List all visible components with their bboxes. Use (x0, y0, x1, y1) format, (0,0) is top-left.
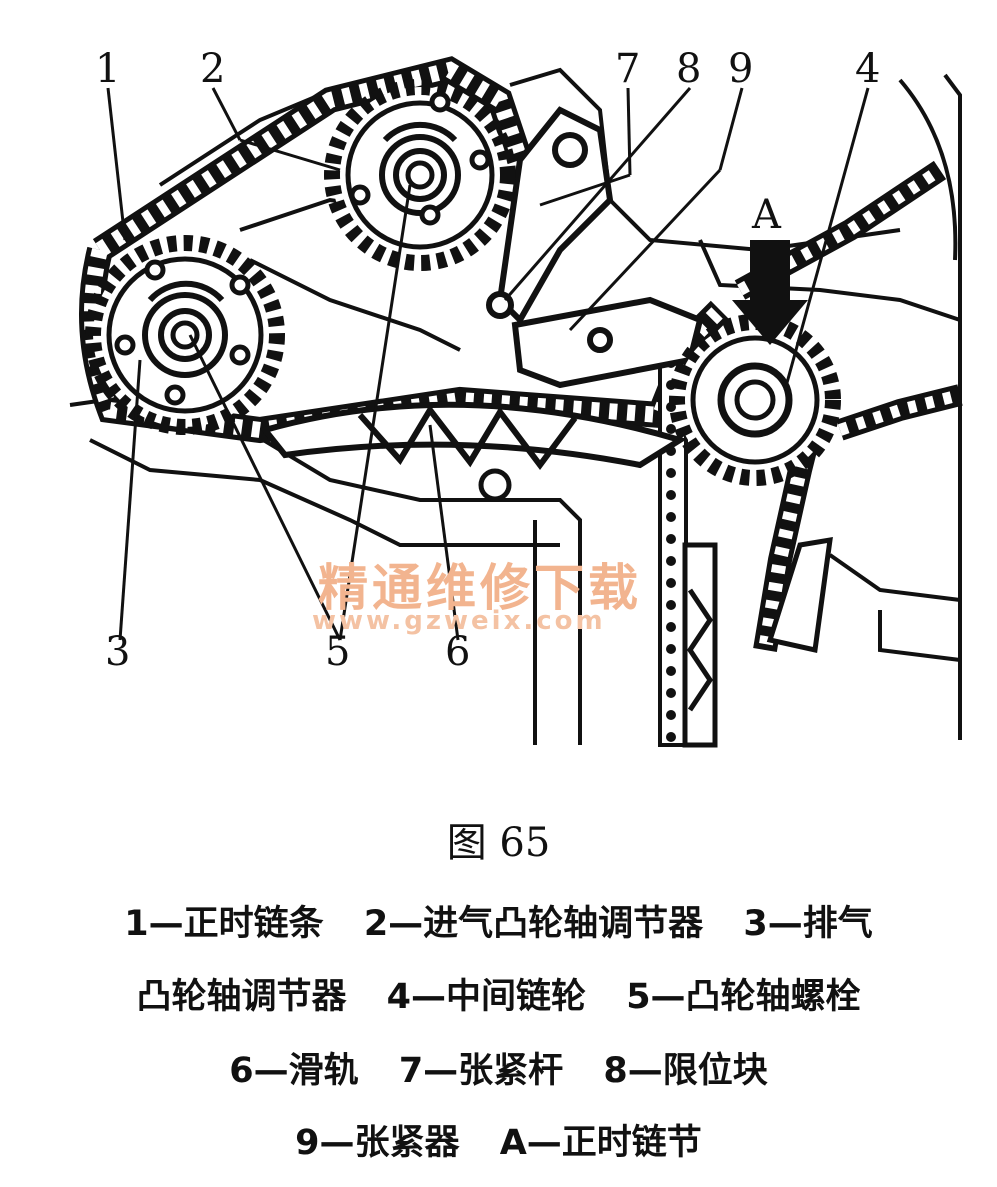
watermark-chinese: 精通维修下载 (318, 559, 642, 617)
callout-5: 5 (325, 629, 350, 675)
legend-line-2: 凸轮轴调节器 4—中间链轮 5—凸轮轴螺栓 (0, 968, 997, 1019)
figure-title: 图 65 (446, 820, 551, 866)
callout-1: 1 (95, 46, 120, 92)
legend-item-3-cont: 凸轮轴调节器 (136, 977, 347, 1017)
legend-item-8: 8—限位块 (603, 1051, 768, 1091)
watermark-url: www.gzweix.com (312, 606, 606, 636)
tensioner-lever (496, 106, 614, 325)
leader-lines (106, 87, 870, 641)
callout-9: 9 (728, 46, 753, 92)
callout-6: 6 (445, 629, 470, 675)
intermediate-sprocket (669, 314, 841, 486)
timing-link-arrow (732, 240, 808, 345)
legend-item-5: 5—凸轮轴螺栓 (626, 977, 861, 1017)
callout-a: A (751, 192, 782, 238)
callout-8: 8 (676, 46, 701, 92)
legend-item-1: 1—正时链条 (124, 904, 324, 944)
legend-item-3: 3—排气 (743, 904, 873, 944)
callouts: 1 2 7 8 9 4 A 3 5 6 (95, 46, 880, 675)
secondary-guide (682, 536, 833, 748)
callout-3: 3 (105, 629, 130, 675)
callout-2: 2 (200, 46, 225, 92)
legend-item-2: 2—进气凸轮轴调节器 (363, 904, 704, 944)
timing-chain-diagram: 1 2 7 8 9 4 A 3 5 6 (69, 46, 963, 748)
legend-item-6: 6—滑轨 (229, 1051, 359, 1091)
callout-4: 4 (855, 46, 880, 92)
legend-line-1: 1—正时链条 2—进气凸轮轴调节器 3—排气 (0, 895, 997, 946)
legend-item-7: 7—张紧杆 (398, 1051, 564, 1091)
legend-line-4: 9—张紧器 A—正时链节 (0, 1114, 997, 1165)
legend-item-9: 9—张紧器 (295, 1123, 460, 1163)
intake-camshaft-adjuster (324, 79, 516, 271)
callout-7: 7 (615, 46, 640, 92)
engine-housing (69, 67, 962, 745)
legend-line-3: 6—滑轨 7—张紧杆 8—限位块 (0, 1042, 997, 1093)
legend-item-4: 4—中间链轮 (386, 977, 586, 1017)
exhaust-camshaft-adjuster (85, 235, 285, 435)
slide-rail (259, 401, 688, 502)
legend-item-a: A—正时链节 (499, 1123, 702, 1163)
